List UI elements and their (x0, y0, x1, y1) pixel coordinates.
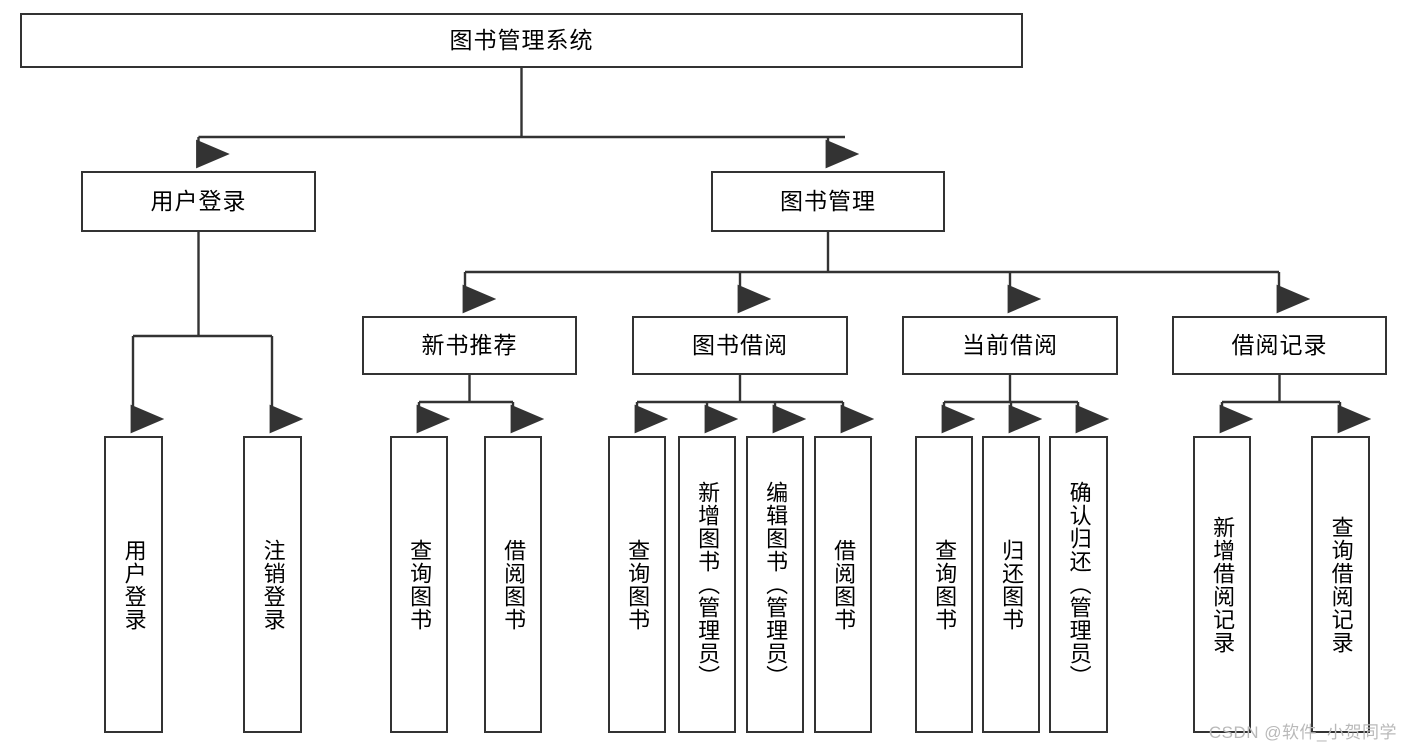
node-user-login[interactable]: 用户登录 (81, 171, 316, 232)
node-leaf-edit-book[interactable]: 编辑图书（管理员） (746, 436, 804, 733)
node-leaf-add-record[interactable]: 新增借阅记录 (1193, 436, 1251, 733)
node-book-manage-label: 图书管理 (780, 187, 876, 214)
node-leaf-return-book-label: 归还图书 (999, 538, 1025, 631)
link-currentborrow-to-leaves (941, 375, 1110, 434)
node-leaf-add-book[interactable]: 新增图书（管理员） (678, 436, 736, 733)
node-leaf-query-book-1-label: 查询图书 (407, 538, 433, 631)
link-borrowrecord-to-leaves (1219, 375, 1372, 434)
node-user-login-label: 用户登录 (150, 187, 247, 214)
node-leaf-query-book-3[interactable]: 查询图书 (915, 436, 973, 733)
node-leaf-query-book-3-label: 查询图书 (932, 538, 958, 631)
node-leaf-confirm-return[interactable]: 确认归还（管理员） (1049, 436, 1108, 733)
node-leaf-logout-label: 注销登录 (260, 538, 286, 631)
node-leaf-add-book-label: 新增图书（管理员） (695, 481, 721, 688)
node-leaf-borrow-book-2-label: 借阅图书 (831, 538, 857, 631)
node-book-manage[interactable]: 图书管理 (711, 171, 945, 232)
node-leaf-return-book[interactable]: 归还图书 (982, 436, 1040, 733)
node-current-borrow-label: 当前借阅 (962, 331, 1058, 358)
node-current-borrow[interactable]: 当前借阅 (902, 316, 1118, 375)
node-root[interactable]: 图书管理系统 (20, 13, 1023, 68)
link-bookborrow-to-leaves (634, 375, 875, 434)
csdn-watermark: CSDN @软件_小贺同学 (1208, 723, 1397, 742)
node-leaf-borrow-book-1[interactable]: 借阅图书 (484, 436, 542, 733)
node-leaf-borrow-book-1-label: 借阅图书 (501, 538, 527, 631)
node-leaf-logout[interactable]: 注销登录 (243, 436, 302, 733)
node-new-book-recommend[interactable]: 新书推荐 (362, 316, 577, 375)
link-recommend-to-leaves (416, 375, 545, 434)
link-root-to-level2 (196, 68, 860, 169)
node-leaf-user-login-label: 用户登录 (121, 538, 147, 631)
node-leaf-borrow-book-2[interactable]: 借阅图书 (814, 436, 872, 733)
node-leaf-confirm-return-label: 确认归还（管理员） (1066, 481, 1092, 688)
node-book-borrow[interactable]: 图书借阅 (632, 316, 848, 375)
node-new-book-recommend-label: 新书推荐 (421, 331, 518, 358)
link-userlogin-to-leaves (130, 232, 304, 434)
node-borrow-record-label: 借阅记录 (1231, 331, 1328, 358)
node-leaf-query-record-label: 查询借阅记录 (1328, 515, 1354, 654)
node-leaf-query-record[interactable]: 查询借阅记录 (1311, 436, 1370, 733)
node-leaf-query-book-2[interactable]: 查询图书 (608, 436, 666, 733)
link-bookmanage-to-level3 (462, 232, 1311, 314)
node-leaf-add-record-label: 新增借阅记录 (1210, 515, 1236, 654)
node-root-label: 图书管理系统 (449, 26, 594, 53)
node-borrow-record[interactable]: 借阅记录 (1172, 316, 1387, 375)
node-leaf-edit-book-label: 编辑图书（管理员） (763, 481, 789, 688)
node-leaf-query-book-2-label: 查询图书 (625, 538, 651, 631)
node-leaf-query-book-1[interactable]: 查询图书 (390, 436, 448, 733)
node-book-borrow-label: 图书借阅 (692, 331, 788, 358)
node-leaf-user-login[interactable]: 用户登录 (104, 436, 163, 733)
